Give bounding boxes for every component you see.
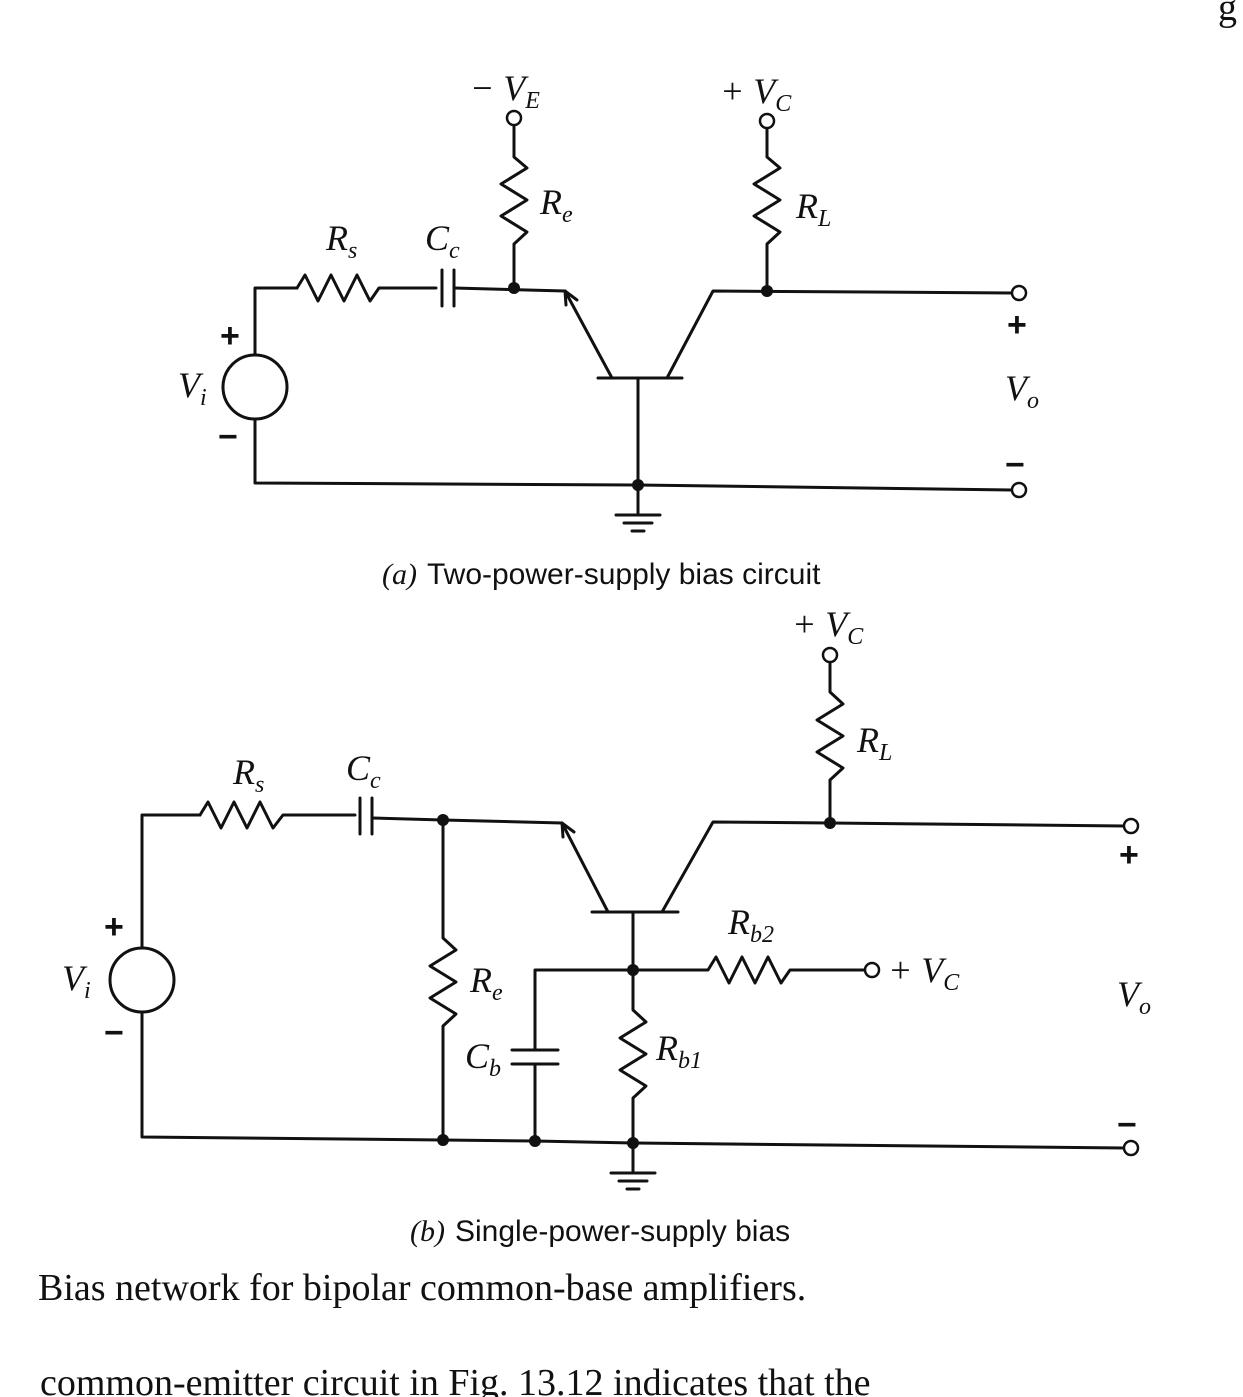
b-node-collector (824, 817, 836, 829)
a-source-bottom-wire (253, 417, 1014, 492)
b-source-left-wire (140, 813, 202, 950)
a-terminal-pos-vc (758, 112, 776, 130)
a-vi-minus: − (218, 418, 238, 456)
b-output-terminal-top (1122, 817, 1140, 835)
a-output-terminal-top (1010, 284, 1028, 302)
b-node-cb-ground (529, 1135, 541, 1147)
b-voltage-source-vi (108, 946, 176, 1014)
a-ground-symbol (614, 483, 662, 533)
b-vo-minus: − (1117, 1106, 1137, 1144)
b-transistor-emitter (560, 821, 610, 914)
b-resistor-rs (198, 800, 357, 830)
b-label-re: Re (469, 960, 503, 1006)
a-resistor-rs (295, 273, 438, 303)
a-emitter-arrow (563, 289, 579, 307)
b-output-terminal-bottom (1122, 1139, 1140, 1157)
b-label-pos-vc: + VC (792, 604, 864, 650)
a-source-left-wire (253, 286, 299, 357)
a-label-vo: Vo (1005, 368, 1039, 414)
a-label-cc: Cc (425, 218, 460, 264)
a-vi-plus: + (220, 317, 240, 355)
a-caption: (a)Two-power-supply bias circuit (382, 558, 821, 591)
b-vo-plus: + (1119, 836, 1139, 874)
b-label-rb2-vc: + VC (888, 950, 960, 996)
top-cut-text: g (1218, 0, 1237, 29)
b-capacitor-cb (510, 1048, 560, 1066)
b-label-rb2: Rb2 (727, 902, 774, 948)
b-caption: (b)Single-power-supply bias (410, 1215, 790, 1248)
a-label-rs: Rs (325, 218, 357, 264)
circuit-a: − VE + VC Re RL Rs Cc Vi + − + Vo − (a)T… (178, 68, 1039, 591)
a-terminal-neg-ve (505, 109, 523, 127)
a-node-collector (761, 285, 773, 297)
b-resistor-re (428, 818, 458, 1142)
b-cb-top-wire (533, 968, 635, 1052)
a-resistor-rl (752, 126, 782, 293)
a-resistor-re (499, 124, 529, 290)
b-resistor-rl (815, 660, 845, 825)
a-transistor-collector (665, 289, 1014, 380)
b-label-cb: Cb (465, 1036, 501, 1082)
b-source-bottom-wire (140, 1010, 1126, 1150)
cut-off-body-text: common-emitter circuit in Fig. 13.12 ind… (40, 1362, 871, 1397)
a-label-neg-ve: − VE (470, 68, 540, 114)
a-label-pos-vc: + VC (720, 71, 792, 117)
a-vo-minus: − (1005, 446, 1025, 484)
b-resistor-rb1 (618, 968, 648, 1145)
b-terminal-rb2-vc (863, 961, 881, 979)
a-label-rl: RL (795, 186, 831, 232)
b-label-rs: Rs (232, 752, 264, 798)
a-label-vi: Vi (178, 365, 207, 411)
b-cc-right-wire (370, 816, 564, 825)
a-output-terminal-bottom (1010, 481, 1028, 499)
b-label-vi: Vi (62, 958, 91, 1004)
a-vo-plus: + (1007, 306, 1027, 344)
b-transistor-collector (660, 820, 1126, 914)
b-terminal-pos-vc (821, 646, 839, 664)
a-label-re: Re (539, 182, 573, 228)
circuit-b: + VC RL Rs Cc Re Cb Rb1 Rb2 + VC Vi + − … (62, 604, 1151, 1248)
b-capacitor-cc (358, 796, 374, 836)
b-label-rb1: Rb1 (655, 1028, 702, 1074)
b-label-vo: Vo (1117, 974, 1151, 1020)
b-label-cc: Cc (346, 748, 381, 794)
b-node-re-ground (437, 1134, 449, 1146)
b-resistor-rb2 (631, 955, 867, 985)
a-capacitor-cc (440, 268, 456, 308)
a-transistor-emitter (563, 289, 614, 380)
figure-caption: Bias network for bipolar common-base amp… (38, 1267, 806, 1309)
a-voltage-source-vi (221, 353, 289, 421)
b-vi-plus: + (104, 908, 124, 946)
b-vi-minus: − (104, 1014, 124, 1052)
a-node-emitter (508, 282, 520, 294)
b-emitter-arrow (560, 821, 576, 839)
b-ground-symbol (609, 1141, 657, 1191)
b-label-rl: RL (856, 720, 892, 766)
